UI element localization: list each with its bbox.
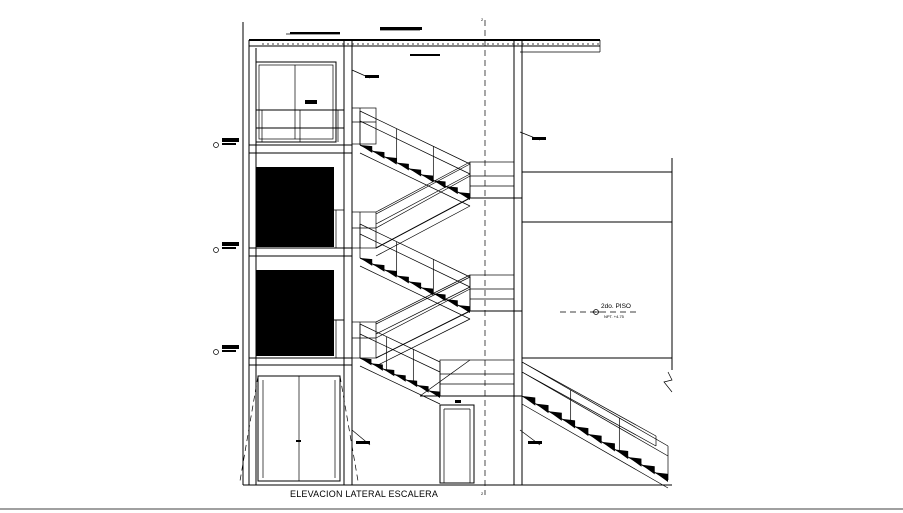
level-marker-2 (213, 242, 239, 253)
level-marker-3 (213, 138, 239, 148)
railing-over-lower-window (256, 209, 344, 358)
ground-door-left (239, 375, 359, 482)
window-block-lower (256, 270, 334, 356)
ground-door-right (439, 400, 475, 484)
landing-railings (351, 107, 522, 397)
axis-mark-bottom: 2 (481, 491, 484, 496)
window-block-upper (256, 167, 334, 247)
drawing-title: ELEVACION LATERAL ESCALERA (290, 489, 438, 499)
axis-mark-top: 2 (481, 17, 484, 22)
stair-flights (359, 110, 669, 489)
floor-label: 2do. PISO (601, 303, 631, 310)
building-frame (0, 20, 903, 510)
floor-slabs (213, 138, 352, 366)
level-marker-1 (213, 345, 239, 355)
floor-level-annotation: 2do. PISO NPT. +4.75 (560, 303, 640, 319)
annotation-tags (290, 27, 546, 446)
top-floor-window (255, 61, 344, 143)
floor-level-value: NPT. +4.75 (604, 314, 625, 319)
